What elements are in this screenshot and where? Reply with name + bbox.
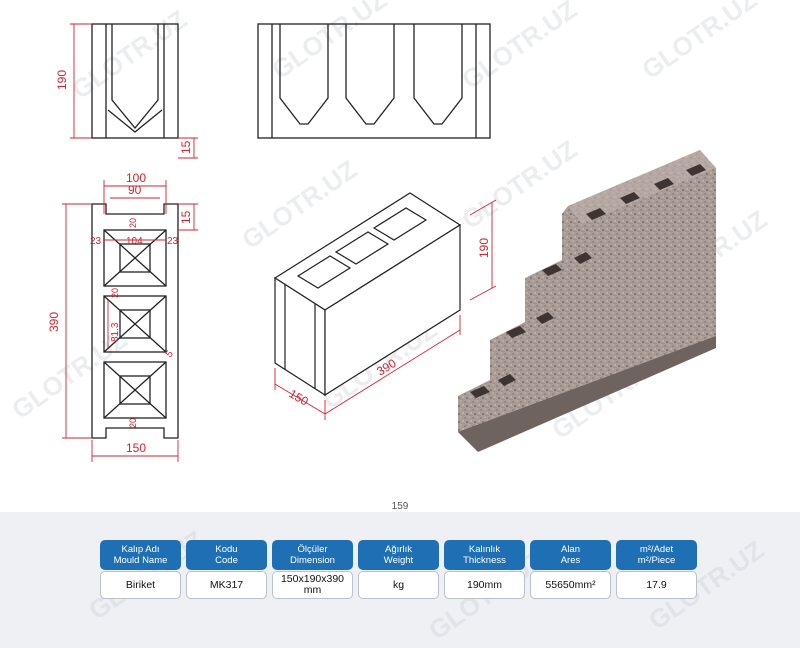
- iso-height-label: 190: [477, 238, 491, 258]
- plan-angle-label: 5: [164, 348, 176, 360]
- plan-end-label: 15: [179, 210, 193, 224]
- isometric-block: [273, 192, 462, 397]
- header-line2: m²/Piece: [637, 555, 676, 566]
- value-area: 55650mm²: [530, 571, 611, 599]
- plan-web-label-left: 23: [90, 236, 102, 247]
- header-line2: Ares: [560, 555, 581, 566]
- technical-drawing: GLOTR.UZ GLOTR.UZ GLOTR.UZ GLOTR.UZ GLOT…: [6, 0, 772, 462]
- plan-cavity-label: 104: [126, 236, 143, 247]
- value-dimension: 150x190x390 mm: [272, 571, 353, 599]
- header-weight: Ağırlık Weight: [358, 540, 439, 570]
- plan-outer-width-label: 100: [126, 171, 146, 185]
- plan-web-label-b: 20: [110, 288, 120, 298]
- iso-width-label: 150: [287, 386, 312, 408]
- header-dimension: Ölçüler Dimension: [272, 540, 353, 570]
- end-view-height-label: 190: [55, 70, 69, 90]
- page-number: 159: [391, 501, 409, 512]
- svg-text:GLOTR.UZ: GLOTR.UZ: [266, 0, 392, 85]
- header-thickness: Kalınlık Thickness: [444, 540, 525, 570]
- plan-web-label-c: 20: [128, 418, 138, 428]
- end-view-dimensions: [70, 23, 198, 159]
- header-line2: Weight: [383, 555, 414, 566]
- plan-view: [91, 203, 179, 439]
- header-line1: m²/Adet: [639, 544, 674, 555]
- header-line1: Kodu: [215, 544, 238, 555]
- svg-text:GLOTR.UZ: GLOTR.UZ: [456, 0, 582, 95]
- header-area: Alan Ares: [530, 540, 611, 570]
- header-line2: Dimension: [290, 555, 335, 566]
- plan-view-dimensions: [62, 180, 198, 462]
- header-line1: Kalıp Adı: [121, 544, 160, 555]
- value-mould-name: Biriket: [100, 571, 181, 599]
- header-line1: Kalınlık: [468, 544, 501, 555]
- header-line1: Ağırlık: [385, 544, 412, 555]
- plan-web-label-a: 20: [128, 218, 138, 228]
- isometric-dimensions: [274, 199, 497, 420]
- value-weight: kg: [358, 571, 439, 599]
- header-line1: Alan: [560, 544, 580, 555]
- header-line2: Mould Name: [113, 555, 168, 566]
- plan-web-label-right: 23: [167, 236, 179, 247]
- svg-text:GLOTR.UZ: GLOTR.UZ: [636, 0, 762, 85]
- header-line1: Ölçüler: [297, 544, 328, 555]
- value-thickness: 190mm: [444, 571, 525, 599]
- plan-side-label: 81.3: [110, 322, 121, 342]
- header-mould-name: Kalıp Adı Mould Name: [100, 540, 181, 570]
- plan-inner-width-label: 90: [128, 183, 142, 197]
- end-view: [91, 23, 179, 139]
- svg-text:GLOTR.UZ: GLOTR.UZ: [66, 4, 192, 105]
- header-line2: Code: [215, 555, 238, 566]
- value-per-piece: 17.9: [616, 571, 697, 599]
- plan-length-label: 390: [47, 312, 61, 332]
- block-wall-render: [458, 150, 716, 452]
- plan-width-label: 150: [126, 441, 146, 455]
- value-code: MK317: [186, 571, 267, 599]
- header-line2: Thickness: [463, 555, 506, 566]
- header-per-piece: m²/Adet m²/Piece: [616, 540, 697, 570]
- side-view: [257, 23, 491, 139]
- header-code: Kodu Code: [186, 540, 267, 570]
- end-view-bottom-label: 15: [179, 140, 193, 154]
